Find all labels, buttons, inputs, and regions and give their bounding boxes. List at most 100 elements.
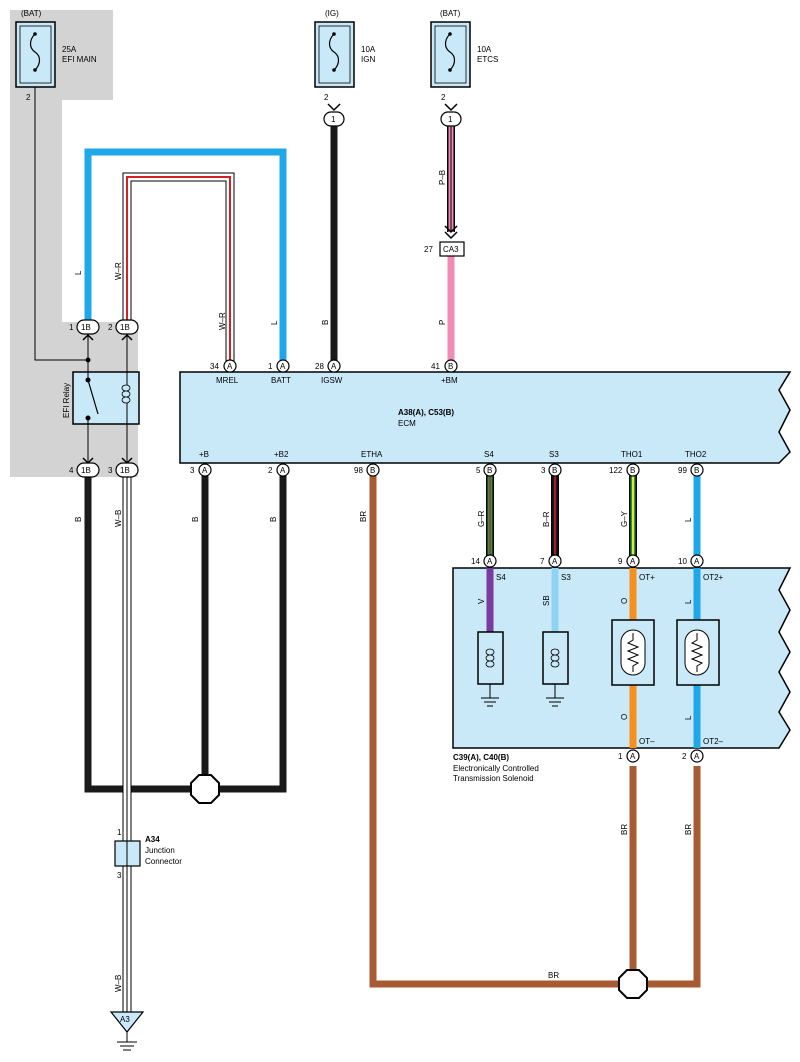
solenoid-id: C39(A), C40(B) (453, 753, 509, 762)
svg-text:S4: S4 (496, 573, 506, 582)
svg-text:OT2+: OT2+ (703, 573, 724, 582)
wire-label: O (620, 714, 629, 720)
wire-label: B (269, 517, 278, 522)
svg-text:A: A (630, 752, 636, 761)
relay-coil-icon (121, 384, 131, 404)
svg-text:2: 2 (108, 323, 113, 332)
svg-text:S3: S3 (561, 573, 571, 582)
fuse-ign-pin: 2 (324, 93, 329, 102)
ground-a3: A3 (109, 1011, 145, 1051)
svg-text:2: 2 (682, 752, 687, 761)
wire-label: W–B (114, 510, 123, 527)
ecm-pin-mrel: A 34 MREL (210, 359, 239, 385)
wire-label: B (191, 517, 200, 522)
wire-label: L (684, 715, 693, 720)
solenoid-pin-s3: A 7 S3 (540, 554, 571, 582)
svg-text:1B: 1B (81, 466, 91, 475)
svg-text:A: A (280, 466, 286, 475)
svg-text:1B: 1B (81, 323, 91, 332)
svg-text:OT–: OT– (639, 737, 655, 746)
wire-label: L (270, 320, 279, 325)
ecm-module: A38(A), C53(B) ECM (179, 371, 792, 464)
wire-br-bus (369, 475, 701, 988)
svg-text:A: A (227, 362, 233, 371)
svg-text:3: 3 (541, 466, 546, 475)
wire-label: L (684, 517, 693, 522)
svg-text:A: A (694, 752, 700, 761)
svg-text:+BM: +BM (441, 376, 458, 385)
svg-text:A: A (487, 557, 493, 566)
ground-icon (546, 697, 564, 707)
thermistor-oil-temp-2 (676, 619, 720, 686)
ecm-pin-s4: S4 B 5 (476, 450, 497, 477)
relay-connector-1: 1B 1 (69, 319, 100, 341)
svg-text:B: B (552, 466, 557, 475)
ca3-label: CA3 (443, 245, 459, 254)
svg-text:1: 1 (618, 752, 623, 761)
svg-text:A: A (630, 557, 636, 566)
svg-text:ETHA: ETHA (361, 450, 383, 459)
svg-text:A: A (331, 362, 337, 371)
ecm-pin-tho1: THO1 B 122 (609, 450, 643, 477)
etcs-out-pin: 1 (448, 115, 453, 124)
wire-label: B (321, 320, 330, 325)
wire-label: O (620, 598, 629, 604)
coil-icon (550, 648, 560, 668)
ecm-pin-plus-b2: +B2 A 2 (268, 450, 290, 477)
svg-text:41: 41 (431, 362, 440, 371)
ground-icon (481, 697, 499, 707)
svg-text:S3: S3 (549, 450, 559, 459)
junction-line2: Connector (145, 857, 182, 866)
svg-text:5: 5 (476, 466, 481, 475)
junction-line1: Junction (145, 846, 175, 855)
wire-b-bus (84, 475, 287, 793)
svg-text:4: 4 (69, 466, 74, 475)
svg-text:B: B (694, 466, 699, 475)
svg-text:+B2: +B2 (274, 450, 289, 459)
svg-text:+B: +B (199, 450, 209, 459)
junction-pin-bottom: 3 (117, 871, 122, 880)
wire-label: W–R (114, 262, 123, 280)
ground-icon (117, 1041, 137, 1051)
solenoid-name-1: Electronically Controlled (453, 764, 539, 773)
resistor-icon (626, 633, 640, 672)
solenoid-pin-ot-minus: OT– A 1 (618, 737, 655, 763)
wire-l-batt (84, 148, 287, 362)
svg-text:B: B (487, 466, 492, 475)
solenoid-s3 (542, 631, 569, 707)
svg-text:99: 99 (678, 466, 687, 475)
wire-label: B–R (542, 511, 551, 527)
svg-text:9: 9 (618, 557, 623, 566)
fuse-ign-source: (IG) (325, 9, 339, 18)
svg-text:98: 98 (354, 466, 363, 475)
fuse-ign-name: IGN (361, 55, 375, 64)
svg-text:OT2–: OT2– (703, 737, 724, 746)
relay-label: EFI Relay (62, 383, 71, 418)
svg-text:1B: 1B (120, 323, 130, 332)
splice-point-br (618, 969, 648, 999)
connector-ca3: CA3 27 (424, 225, 465, 257)
resistor-icon (690, 633, 704, 672)
svg-text:BATT: BATT (271, 376, 291, 385)
svg-text:OT+: OT+ (639, 573, 655, 582)
thermistor-oil-temp-1 (611, 619, 655, 686)
junction-connector: 1 3 A34 Junction Connector (114, 828, 182, 880)
fuse-efi-source: (BAT) (21, 9, 42, 18)
fuse-etcs-pin: 2 (441, 93, 446, 102)
svg-text:14: 14 (471, 557, 480, 566)
splice-point-b (190, 774, 220, 804)
ign-out-pin: 1 (331, 115, 336, 124)
ground-id: A3 (120, 1015, 130, 1024)
solenoid-pin-ot2-plus: A 10 OT2+ (678, 554, 724, 582)
svg-text:A: A (202, 466, 208, 475)
solenoid-s4 (477, 631, 504, 707)
fuse-icon (29, 33, 41, 71)
svg-text:S4: S4 (484, 450, 494, 459)
svg-text:A: A (552, 557, 558, 566)
junction-id: A34 (145, 835, 160, 844)
svg-text:B: B (448, 362, 453, 371)
coil-icon (485, 648, 495, 668)
solenoid-pin-ot2-minus: OT2– A 2 (682, 737, 724, 763)
fuse-etcs-source: (BAT) (440, 9, 461, 18)
